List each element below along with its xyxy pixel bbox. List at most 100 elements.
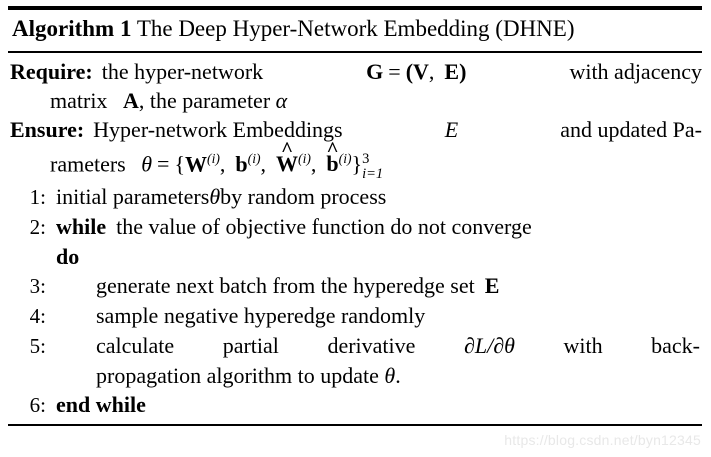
algorithm-box: Algorithm 1 The Deep Hyper-Network Embed… xyxy=(8,6,702,426)
superscript-index: (i) xyxy=(247,151,261,166)
spacer xyxy=(106,212,116,241)
script-L-symbol: L xyxy=(474,332,488,358)
equals-operator: = xyxy=(388,59,401,84)
step-5-word-calculate: calculate xyxy=(96,332,175,358)
step-1-text-after: by random process xyxy=(220,183,387,209)
step-5-period: . xyxy=(395,362,401,388)
step-4-content: sample negative hyperedge randomly xyxy=(46,301,702,330)
step-5-word-derivative: derivative xyxy=(327,332,416,358)
param-W-hat-wrap: ^W xyxy=(276,138,299,178)
step-5-continuation-text: propagation algorithm to update xyxy=(96,362,385,388)
end-while-keyword: end while xyxy=(56,391,146,417)
superscript-index: (i) xyxy=(298,151,311,166)
page-title: The Deep Hyper-Network Embedding (DHNE) xyxy=(136,16,575,41)
ensure-line-1: Ensure: Hyper-network Embeddings E and u… xyxy=(8,115,702,144)
param-W: W xyxy=(185,151,208,177)
do-keyword-line: do xyxy=(8,242,702,271)
algorithm-title: Algorithm 1 The Deep Hyper-Network Embed… xyxy=(8,10,702,48)
param-b-hat: b xyxy=(326,151,339,177)
ensure-line-1-content: Hyper-network Embeddings E and updated P… xyxy=(93,115,702,144)
symbol-G: G xyxy=(366,59,384,84)
superscript-index: (i) xyxy=(207,151,220,166)
step-2-text: the value of objective function do not c… xyxy=(116,213,532,239)
derivative-expression: ∂L/∂θ xyxy=(464,331,515,360)
step-5-word-back: back- xyxy=(651,332,700,358)
partial-symbol: ∂ xyxy=(493,332,505,358)
step-3-text: generate next batch from the hyperedge s… xyxy=(96,272,475,298)
step-2: 2: while the value of objective function … xyxy=(8,212,702,242)
require-line-1: Require: the hyper-network G=(V, E) with … xyxy=(8,57,702,86)
ensure-parameters-label: rameters xyxy=(50,151,126,177)
comma-separator: , xyxy=(310,151,317,177)
ensure-keyword: Ensure: xyxy=(10,117,85,142)
hat-accent: ^ xyxy=(280,136,294,161)
step-1-text-before: initial parameters xyxy=(56,183,210,209)
equals-operator: = xyxy=(157,151,170,177)
bottom-rule xyxy=(8,423,702,426)
brace-superscript: 3 xyxy=(362,151,370,168)
partial-symbol: ∂ xyxy=(463,332,475,358)
param-W-hat: W xyxy=(276,151,299,177)
step-1-content: initial parameters θ by random process xyxy=(46,182,702,211)
step-5-continuation: propagation algorithm to update θ. xyxy=(8,361,702,390)
step-6: 6: end while xyxy=(8,390,702,420)
require-text-before: the hyper-network xyxy=(101,59,264,84)
require-parameter-text: , the parameter xyxy=(138,88,271,113)
slash-operator: / xyxy=(487,332,494,358)
brace-subscript: i=1 xyxy=(362,165,384,182)
hat-accent: ^ xyxy=(326,136,339,161)
symbol-E: E xyxy=(444,59,460,84)
comma-separator: , xyxy=(260,151,267,177)
require-math-G-expr: G=(V, E) xyxy=(366,57,466,86)
step-number: 2: xyxy=(29,214,46,239)
step-2-content: while the value of objective function do … xyxy=(46,212,702,241)
symbol-V: V xyxy=(413,59,429,84)
symbol-E: E xyxy=(484,272,500,298)
step-5: 5: calculate partial derivative ∂L/∂θ wi… xyxy=(8,331,702,361)
header-rule xyxy=(8,51,702,53)
top-rule xyxy=(8,6,702,10)
ensure-text-after: and updated Pa- xyxy=(560,117,702,142)
symbol-theta: θ xyxy=(141,151,153,177)
open-brace: { xyxy=(174,151,186,177)
step-number: 3: xyxy=(29,273,46,298)
step-4: 4: sample negative hyperedge randomly xyxy=(8,301,702,331)
close-brace: } xyxy=(351,151,363,177)
open-paren: ( xyxy=(405,59,414,84)
step-5-word-with: with xyxy=(563,332,603,358)
symbol-E-italic: E xyxy=(444,117,459,142)
require-matrix-label: matrix xyxy=(50,88,108,113)
require-keyword: Require: xyxy=(10,59,93,84)
symbol-theta: θ xyxy=(504,332,515,358)
ensure-text-before: Hyper-network Embeddings xyxy=(93,117,343,142)
step-5-content: calculate partial derivative ∂L/∂θ with … xyxy=(46,331,702,360)
symbol-alpha: α xyxy=(275,88,288,113)
do-keyword: do xyxy=(56,243,80,269)
step-4-text: sample negative hyperedge randomly xyxy=(96,302,426,328)
spacer xyxy=(475,271,485,300)
require-text-after: with adjacency xyxy=(569,59,702,84)
step-1: 1: initial parameters θ by random proces… xyxy=(8,182,702,212)
symbol-theta: θ xyxy=(209,183,221,209)
comma-separator: , xyxy=(219,151,226,177)
step-number: 5: xyxy=(29,333,46,358)
param-b-hat-wrap: ^b xyxy=(326,138,339,178)
comma-separator: , xyxy=(428,59,435,84)
step-3-content: generate next batch from the hyperedge s… xyxy=(46,271,702,300)
param-b: b xyxy=(235,151,248,177)
symbol-theta: θ xyxy=(384,362,396,388)
close-paren: ) xyxy=(459,59,467,84)
step-3: 3: generate next batch from the hyperedg… xyxy=(8,271,702,301)
step-number: 6: xyxy=(29,392,46,417)
step-6-content: end while xyxy=(46,390,702,419)
watermark: https://blog.csdn.net/byn12345 xyxy=(504,432,701,448)
superscript-index: (i) xyxy=(338,151,352,166)
algorithm-number-label: Algorithm 1 xyxy=(12,16,132,41)
step-5-word-partial: partial xyxy=(222,332,279,358)
while-keyword: while xyxy=(56,213,107,239)
require-line-2: matrix A, the parameter α xyxy=(8,86,702,115)
step-number: 4: xyxy=(29,303,46,328)
step-number: 1: xyxy=(29,184,46,209)
